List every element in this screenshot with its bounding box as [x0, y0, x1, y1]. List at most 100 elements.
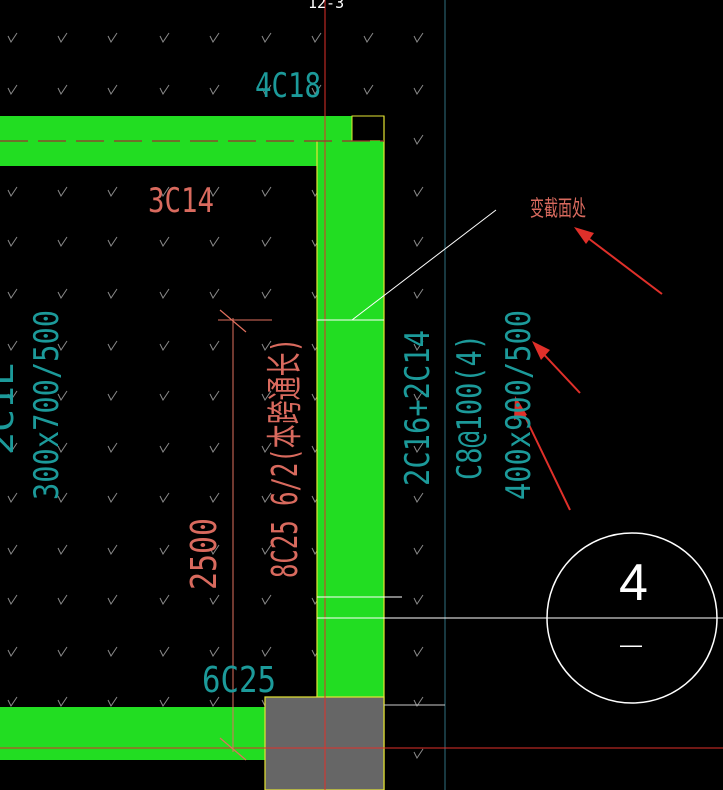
snap-mark — [413, 594, 424, 605]
snap-mark — [261, 340, 272, 351]
snap-mark — [261, 594, 272, 605]
section-callout-circle[interactable] — [546, 532, 718, 704]
snap-mark — [311, 32, 322, 43]
snap-mark — [209, 390, 220, 401]
snap-mark — [261, 492, 272, 503]
beam-bottom-horizontal[interactable] — [0, 707, 265, 760]
note-label: 变截面处 — [530, 196, 586, 221]
snap-mark — [7, 492, 18, 503]
snap-mark — [261, 544, 272, 555]
snap-mark — [209, 32, 220, 43]
column-top-corner[interactable] — [351, 115, 385, 142]
snap-mark — [209, 186, 220, 197]
snap-mark — [57, 492, 68, 503]
snap-mark — [261, 84, 272, 95]
snap-mark — [107, 288, 118, 299]
snap-mark — [7, 186, 18, 197]
snap-mark — [57, 236, 68, 247]
snap-mark — [107, 646, 118, 657]
snap-mark — [7, 288, 18, 299]
snap-mark — [7, 544, 18, 555]
snap-mark — [159, 696, 170, 707]
snap-mark — [159, 646, 170, 657]
snap-mark — [159, 340, 170, 351]
snap-mark — [57, 390, 68, 401]
snap-mark — [413, 236, 424, 247]
snap-mark — [7, 646, 18, 657]
snap-mark — [413, 288, 424, 299]
snap-mark — [209, 696, 220, 707]
snap-mark — [159, 32, 170, 43]
annotation-arrow-3 — [514, 396, 571, 511]
snap-mark — [57, 186, 68, 197]
snap-mark — [413, 442, 424, 453]
main-rebar-label: 8C25 6/2(本跨通长) — [265, 338, 306, 578]
snap-mark — [363, 32, 374, 43]
side-rebar-label: 2C16+2C14 — [398, 330, 438, 486]
snap-mark — [57, 442, 68, 453]
snap-mark — [7, 442, 18, 453]
snap-mark — [209, 340, 220, 351]
section-sub-label: — — [620, 632, 642, 657]
snap-mark — [57, 288, 68, 299]
snap-mark — [57, 84, 68, 95]
snap-mark — [261, 442, 272, 453]
snap-mark — [107, 340, 118, 351]
axis-label: 12-3 — [308, 0, 344, 12]
snap-mark — [209, 442, 220, 453]
snap-mark — [159, 288, 170, 299]
left-beam-size-label: 300x700/500 — [27, 310, 67, 500]
stirrup-label: C8@100(4) — [450, 334, 490, 480]
snap-mark — [159, 492, 170, 503]
snap-mark — [209, 236, 220, 247]
snap-mark — [413, 340, 424, 351]
snap-mark — [7, 696, 18, 707]
snap-mark — [57, 544, 68, 555]
snap-mark — [209, 288, 220, 299]
snap-mark — [261, 390, 272, 401]
snap-mark — [7, 32, 18, 43]
snap-mark — [57, 646, 68, 657]
snap-mark — [261, 288, 272, 299]
snap-mark — [7, 236, 18, 247]
top-rebar-label: 4C18 — [255, 66, 321, 106]
snap-mark — [261, 186, 272, 197]
dimension-label: 2500 — [184, 518, 225, 590]
snap-mark — [209, 646, 220, 657]
snap-mark — [7, 340, 18, 351]
snap-mark — [107, 544, 118, 555]
snap-mark — [413, 84, 424, 95]
beam-rebar-label: 3C14 — [148, 181, 214, 221]
snap-mark — [159, 544, 170, 555]
snap-mark — [209, 544, 220, 555]
bottom-rebar-label: 6C25 — [202, 660, 276, 701]
snap-mark — [159, 186, 170, 197]
snap-mark — [107, 236, 118, 247]
snap-mark — [159, 390, 170, 401]
snap-mark — [57, 32, 68, 43]
snap-mark — [159, 236, 170, 247]
leader-line-note — [351, 209, 497, 321]
snap-mark — [311, 84, 322, 95]
snap-mark — [413, 748, 424, 759]
right-beam-size-label: 400x900/500 — [499, 310, 539, 500]
dimension-tick-top — [219, 309, 247, 333]
beam-vertical[interactable] — [317, 141, 384, 697]
dimension-tick-bottom — [219, 737, 247, 761]
snap-mark — [413, 492, 424, 503]
snap-mark — [413, 32, 424, 43]
snap-mark — [413, 544, 424, 555]
snap-mark — [363, 84, 374, 95]
snap-mark — [107, 442, 118, 453]
snap-mark — [107, 32, 118, 43]
snap-mark — [261, 236, 272, 247]
snap-mark — [209, 492, 220, 503]
snap-mark — [209, 84, 220, 95]
snap-mark — [159, 594, 170, 605]
snap-mark — [7, 390, 18, 401]
snap-mark — [107, 492, 118, 503]
snap-mark — [159, 84, 170, 95]
snap-mark — [7, 594, 18, 605]
annotation-arrow-2 — [532, 341, 581, 394]
